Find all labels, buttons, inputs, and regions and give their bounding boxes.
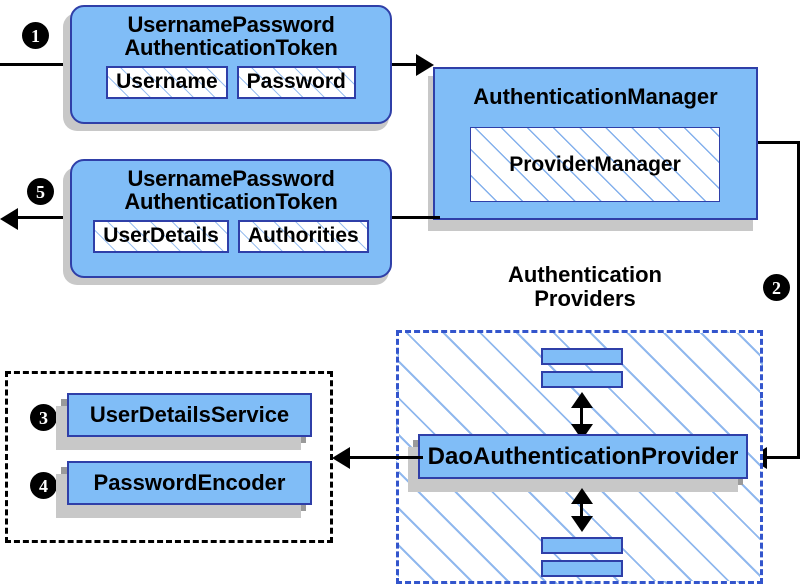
step-badge-5: 5 (27, 178, 54, 205)
field-username[interactable]: Username (106, 65, 228, 99)
collapsed-provider-bar-bottom-1[interactable] (541, 537, 623, 554)
authentication-providers-label-line1: Authentication (508, 262, 662, 287)
dao-authentication-provider-box[interactable]: DaoAuthenticationProvider (418, 434, 748, 479)
request-token-box[interactable]: UsernamePassword AuthenticationToken Use… (70, 5, 392, 124)
userdetailsservice-label: UserDetailsService (89, 402, 290, 427)
authentication-providers-label-line2: Providers (534, 286, 636, 312)
arrow-provider-chain-down-bottom (571, 516, 593, 532)
arrow-token-to-manager-head (416, 54, 434, 76)
authentication-manager-box[interactable]: AuthenticationManager ProviderManager (433, 67, 758, 220)
provider-manager-label: ProviderManager (509, 152, 681, 176)
connector-step2-bottom (765, 456, 800, 459)
connector-step2-right (797, 141, 800, 458)
arrow-dao-to-dependencies-head (332, 447, 350, 469)
connector-step2-top (758, 141, 800, 144)
response-token-title-line1: UsernamePassword (127, 166, 335, 191)
request-token-title: UsernamePassword AuthenticationToken (72, 7, 390, 60)
collapsed-provider-bar-top-1[interactable] (541, 348, 623, 365)
userdetailsservice-box[interactable]: UserDetailsService (67, 393, 312, 437)
field-authorities[interactable]: Authorities (237, 219, 369, 253)
provider-manager-box[interactable]: ProviderManager (470, 127, 720, 202)
step-badge-2: 2 (763, 274, 790, 301)
collapsed-provider-bar-bottom-2[interactable] (541, 560, 623, 577)
connector-provider-chain-top (580, 398, 583, 430)
field-userdetails[interactable]: UserDetails (93, 219, 229, 253)
connector-request-in (0, 63, 68, 66)
dao-authentication-provider-label: DaoAuthenticationProvider (427, 442, 739, 470)
connector-dao-to-dependencies (348, 456, 423, 459)
step-badge-1: 1 (22, 22, 49, 49)
connector-response-out (16, 216, 68, 219)
connector-token-to-manager (392, 63, 426, 66)
arrow-response-out-head (0, 208, 18, 230)
request-token-fields: Username Password (72, 65, 390, 99)
response-token-title: UsernamePassword AuthenticationToken (72, 161, 390, 214)
request-token-title-line2: AuthenticationToken (124, 35, 338, 61)
authentication-manager-title: AuthenticationManager (473, 84, 718, 109)
passwordencoder-label: PasswordEncoder (93, 470, 286, 495)
step-badge-4: 4 (30, 472, 57, 499)
connector-manager-to-response (392, 216, 440, 219)
request-token-title-line1: UsernamePassword (127, 12, 335, 37)
collapsed-provider-bar-top-2[interactable] (541, 371, 623, 388)
response-token-box[interactable]: UsernamePassword AuthenticationToken Use… (70, 159, 392, 278)
authentication-providers-label: Authentication Providers (470, 262, 700, 312)
connector-provider-chain-bottom (580, 494, 583, 522)
field-password[interactable]: Password (236, 65, 356, 99)
step-badge-3: 3 (30, 404, 57, 431)
response-token-title-line2: AuthenticationToken (124, 189, 338, 215)
passwordencoder-box[interactable]: PasswordEncoder (67, 461, 312, 505)
response-token-fields: UserDetails Authorities (72, 219, 390, 253)
